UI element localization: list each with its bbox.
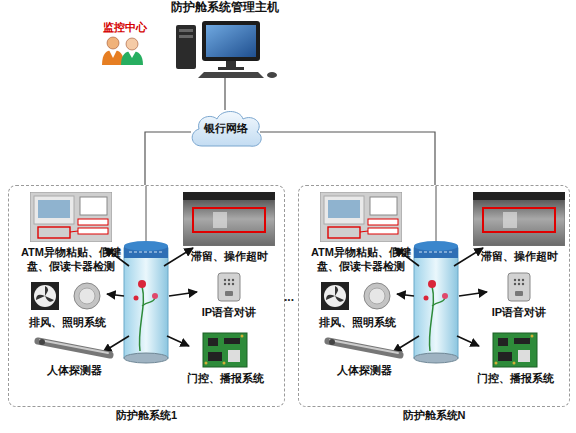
- circuit-board-icon: [202, 332, 248, 368]
- icon: [13, 192, 129, 242]
- detector-icon: [34, 336, 114, 360]
- node-label: 滞留、操作超时: [179, 250, 279, 264]
- node-label: ATM异物粘贴、假键盘、假读卡器检测: [303, 246, 419, 274]
- detector-icon: [324, 336, 404, 360]
- icon: [29, 336, 119, 360]
- network-cloud: 银行网络: [188, 108, 264, 150]
- icon: [187, 272, 271, 302]
- icon: [175, 332, 275, 368]
- body-detector: 人体探测器: [319, 336, 409, 378]
- node-label: 排风、照明系统: [17, 316, 117, 330]
- node-label: 银行网络: [188, 122, 264, 136]
- circuit-board-icon: [492, 332, 538, 368]
- node-label: 防护舱系统管理主机: [160, 0, 290, 15]
- ellipsis-label: ...: [280, 290, 298, 305]
- node-label: 防护舱系统1: [9, 409, 284, 423]
- node-label: 人体探测器: [319, 364, 409, 378]
- node-label: 防护舱系统N: [299, 409, 569, 423]
- timeout-camera: 滞留、操作超时: [179, 192, 279, 264]
- computer-icon: [160, 17, 290, 79]
- fan-light: 排风、照明系统: [307, 280, 407, 330]
- node-label: 排风、照明系统: [307, 316, 407, 330]
- camera-photo: [473, 192, 565, 246]
- system-group: 防护舱系统NATM异物粘贴、假键盘、假读卡器检测滞留、操作超时排风、照明系统IP…: [298, 185, 570, 407]
- icon: [179, 192, 279, 246]
- icon: [160, 17, 290, 79]
- icon: [465, 332, 565, 368]
- monitor-center-label: 监控中心: [101, 21, 149, 35]
- node-label: 门控、播报系统: [465, 372, 565, 386]
- node-label: 滞留、操作超时: [469, 250, 569, 264]
- node-label: 人体探测器: [29, 364, 119, 378]
- atm-photo: [30, 192, 112, 242]
- node-label: ATM异物粘贴、假键盘、假读卡器检测: [13, 246, 129, 274]
- node-label: 门控、播报系统: [175, 372, 275, 386]
- icon: [303, 192, 419, 242]
- network-link: [260, 132, 435, 185]
- network-link: [145, 132, 191, 185]
- camera-photo: [183, 192, 275, 246]
- atm-detection: ATM异物粘贴、假键盘、假读卡器检测: [303, 192, 419, 274]
- timeout-camera: 滞留、操作超时: [469, 192, 569, 264]
- icon: [307, 280, 407, 312]
- node-label: IP语音对讲: [187, 306, 271, 320]
- fan-light-icon: [317, 280, 397, 312]
- door-control-board: 门控、播报系统: [175, 332, 275, 386]
- icon: [319, 336, 409, 360]
- voice-intercom: IP语音对讲: [187, 272, 271, 320]
- atm-detection: ATM异物粘贴、假键盘、假读卡器检测: [13, 192, 129, 274]
- atm-photo: [320, 192, 402, 242]
- icon: [477, 272, 561, 302]
- intercom-icon: [506, 272, 532, 302]
- fan-light: 排风、照明系统: [17, 280, 117, 330]
- icon: [17, 280, 117, 312]
- icon: [469, 192, 569, 246]
- intercom-icon: [216, 272, 242, 302]
- door-control-board: 门控、播报系统: [465, 332, 565, 386]
- body-detector: 人体探测器: [29, 336, 119, 378]
- voice-intercom: IP语音对讲: [477, 272, 561, 320]
- network-link: [224, 78, 225, 110]
- system-group: 防护舱系统1ATM异物粘贴、假键盘、假读卡器检测滞留、操作超时排风、照明系统IP…: [8, 185, 285, 407]
- host-computer: 防护舱系统管理主机: [160, 0, 290, 80]
- fan-light-icon: [27, 280, 107, 312]
- node-label: IP语音对讲: [477, 306, 561, 320]
- people-icon: [101, 36, 145, 66]
